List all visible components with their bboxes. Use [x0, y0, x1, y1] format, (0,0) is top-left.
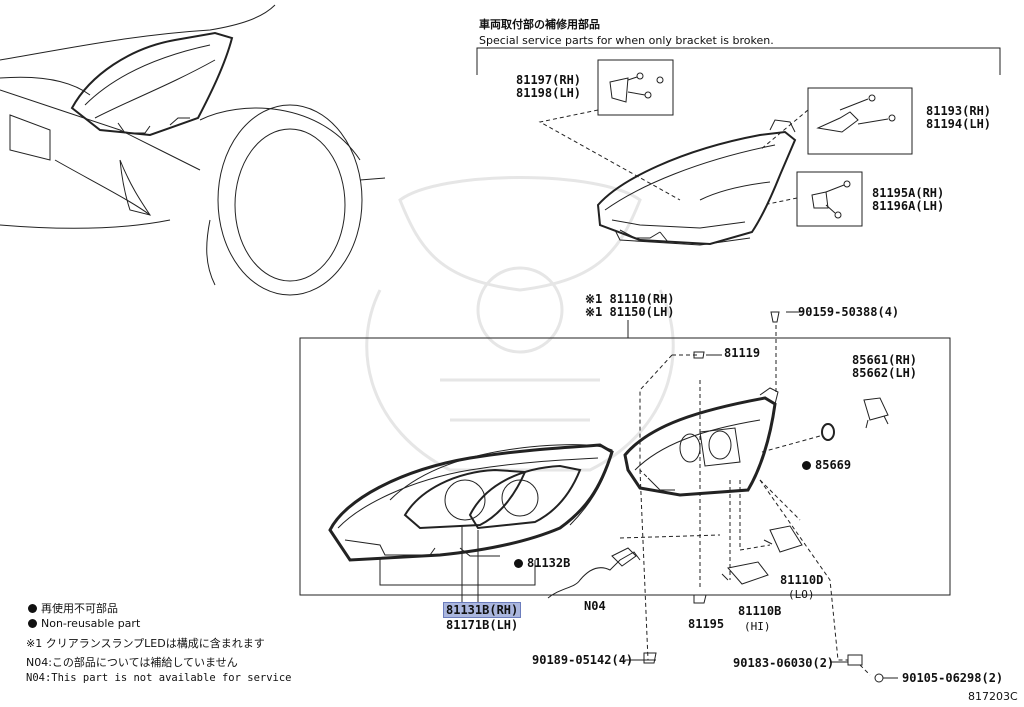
part-N04: N04 — [584, 599, 606, 613]
part-81119: 81119 — [724, 346, 761, 360]
part-81132B: 81132B — [514, 557, 570, 570]
part-85669: 85669 — [802, 459, 851, 472]
bracket-kit-81195A — [796, 171, 863, 227]
bulb-lo — [763, 525, 803, 553]
non-reusable-marker — [802, 461, 811, 470]
part-81194: 81194(LH) — [926, 117, 992, 131]
part-81195: 81195 — [688, 617, 725, 631]
part-81131B: 81131B(RH) — [442, 602, 522, 618]
bracket-title-en: Special service parts for when only brac… — [479, 34, 774, 47]
part-81110B: 81110B — [738, 604, 782, 618]
part-81110D-sub: (LO) — [788, 588, 815, 601]
bracket-group-brace — [476, 47, 1001, 75]
part-81110: ※1 81110(RH) — [585, 292, 675, 306]
legend-note-1: ※1 クリアランスランプLEDは構成に含まれます — [26, 637, 265, 650]
part-81198: 81198(LH) — [516, 86, 582, 100]
diagram-code: 817203C — [968, 690, 1018, 703]
bulb-hi — [721, 561, 769, 585]
part-90159: 90159-50388(4) — [798, 305, 900, 319]
top-headlamp-assembly — [596, 119, 797, 246]
headlamp-assembly-box — [299, 337, 951, 596]
part-81150: ※1 81150(LH) — [585, 305, 675, 319]
part-85661: 85661(RH) — [852, 353, 918, 367]
wire-harness — [547, 551, 641, 599]
legend-non-reusable-en: Non-reusable part — [28, 617, 140, 630]
part-81195A: 81195A(RH) — [872, 186, 945, 200]
vehicle-front-sketch — [0, 4, 386, 296]
bracket-title-jp: 車両取付部の補修用部品 — [479, 18, 600, 31]
bracket-kit-81193 — [807, 87, 913, 155]
part-90189: 90189-05142(4) — [532, 653, 634, 667]
legend-dot — [28, 604, 37, 613]
part-81171B: 81171B(LH) — [446, 618, 519, 632]
legend-dot — [28, 619, 37, 628]
part-81110B-sub: (HI) — [744, 620, 771, 633]
non-reusable-marker — [514, 559, 523, 568]
legend-n04-jp: N04:この部品については補給していません — [26, 656, 238, 669]
part-81193: 81193(RH) — [926, 104, 992, 118]
o-ring-85669 — [821, 423, 835, 441]
headlamp-lens — [328, 443, 614, 562]
part-90183: 90183-06030(2) — [733, 656, 835, 670]
watermark-emblem — [365, 176, 675, 472]
socket-85661 — [863, 397, 889, 429]
part-81196A: 81196A(LH) — [872, 199, 945, 213]
bracket-kit-81197 — [597, 59, 674, 116]
part-81197: 81197(RH) — [516, 73, 582, 87]
legend-non-reusable-jp: 再使用不可部品 — [28, 602, 118, 615]
part-90105: 90105-06298(2) — [902, 671, 1004, 685]
headlamp-housing — [623, 387, 779, 497]
part-81110D: 81110D — [780, 573, 824, 587]
part-85662: 85662(LH) — [852, 366, 918, 380]
highlighted-part-81131B[interactable]: 81131B(RH) — [442, 602, 522, 618]
legend-n04-en: N04:This part is not available for servi… — [26, 672, 292, 684]
